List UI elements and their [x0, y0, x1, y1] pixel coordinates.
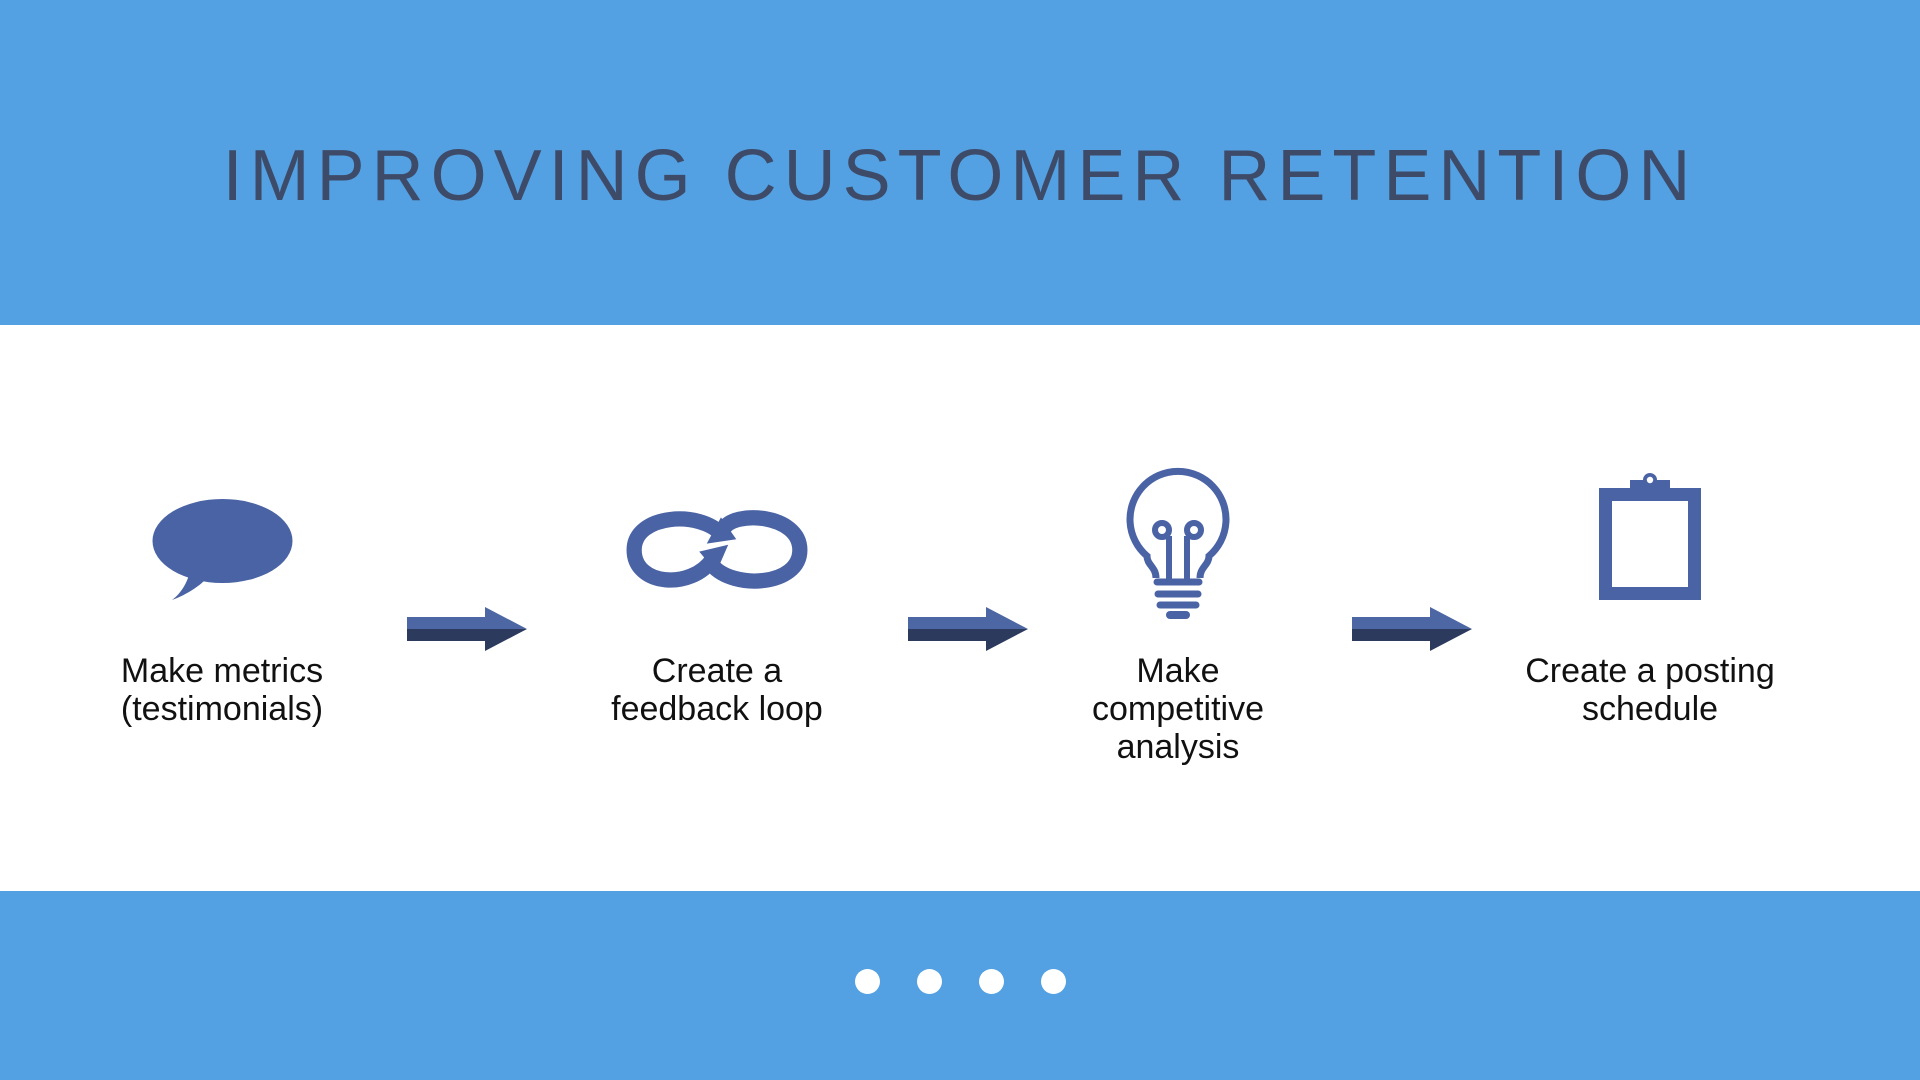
- step-icon-box: [1597, 325, 1703, 620]
- step-label-line: Create a posting: [1525, 652, 1775, 690]
- clipboard-icon: [1599, 473, 1701, 600]
- header-band: IMPROVING CUSTOMER RETENTION: [0, 0, 1920, 325]
- pagination-dots: [854, 969, 1066, 994]
- step-label-line: competitive: [1092, 690, 1264, 728]
- step-icon-box: [1123, 325, 1233, 620]
- step-make-metrics: Make metrics (testimonials): [32, 325, 412, 728]
- lightbulb-icon: [1126, 467, 1230, 619]
- content-area: Make metrics (testimonials) Cr: [0, 325, 1920, 891]
- flow-arrow: [407, 607, 527, 651]
- flow-arrow: [908, 607, 1028, 651]
- speech-bubble-icon: [152, 499, 292, 600]
- step-label: Make competitive analysis: [1092, 652, 1264, 766]
- step-feedback-loop: Create a feedback loop: [527, 325, 907, 728]
- step-competitive-analysis: Make competitive analysis: [988, 325, 1368, 766]
- step-icon-box: [617, 325, 817, 620]
- step-label: Create a feedback loop: [611, 652, 823, 728]
- pagination-dot-2[interactable]: [916, 969, 942, 994]
- step-icon-box: [150, 325, 295, 620]
- right-arrow-icon: [908, 607, 1028, 651]
- step-label-line: (testimonials): [120, 690, 324, 728]
- step-label-line: feedback loop: [611, 690, 823, 728]
- pagination-dot-4[interactable]: [1040, 969, 1066, 994]
- step-label-line: analysis: [1116, 728, 1240, 766]
- step-label: Create a posting schedule: [1525, 652, 1775, 728]
- flow-arrow: [1352, 607, 1472, 651]
- right-arrow-icon: [1352, 607, 1472, 651]
- pagination-dot-1[interactable]: [854, 969, 880, 994]
- right-arrow-icon: [407, 607, 527, 651]
- page-title: IMPROVING CUSTOMER RETENTION: [222, 135, 1698, 216]
- step-label-line: Create a: [651, 652, 783, 690]
- footer-band: [0, 891, 1920, 1080]
- step-posting-schedule: Create a posting schedule: [1460, 325, 1840, 728]
- pagination-dot-3[interactable]: [978, 969, 1004, 994]
- step-label: Make metrics (testimonials): [121, 652, 323, 728]
- step-label-line: schedule: [1581, 690, 1719, 728]
- step-label-line: Make metrics: [120, 652, 324, 690]
- step-label-line: Make: [1136, 652, 1220, 690]
- feedback-loop-icon: [626, 510, 808, 589]
